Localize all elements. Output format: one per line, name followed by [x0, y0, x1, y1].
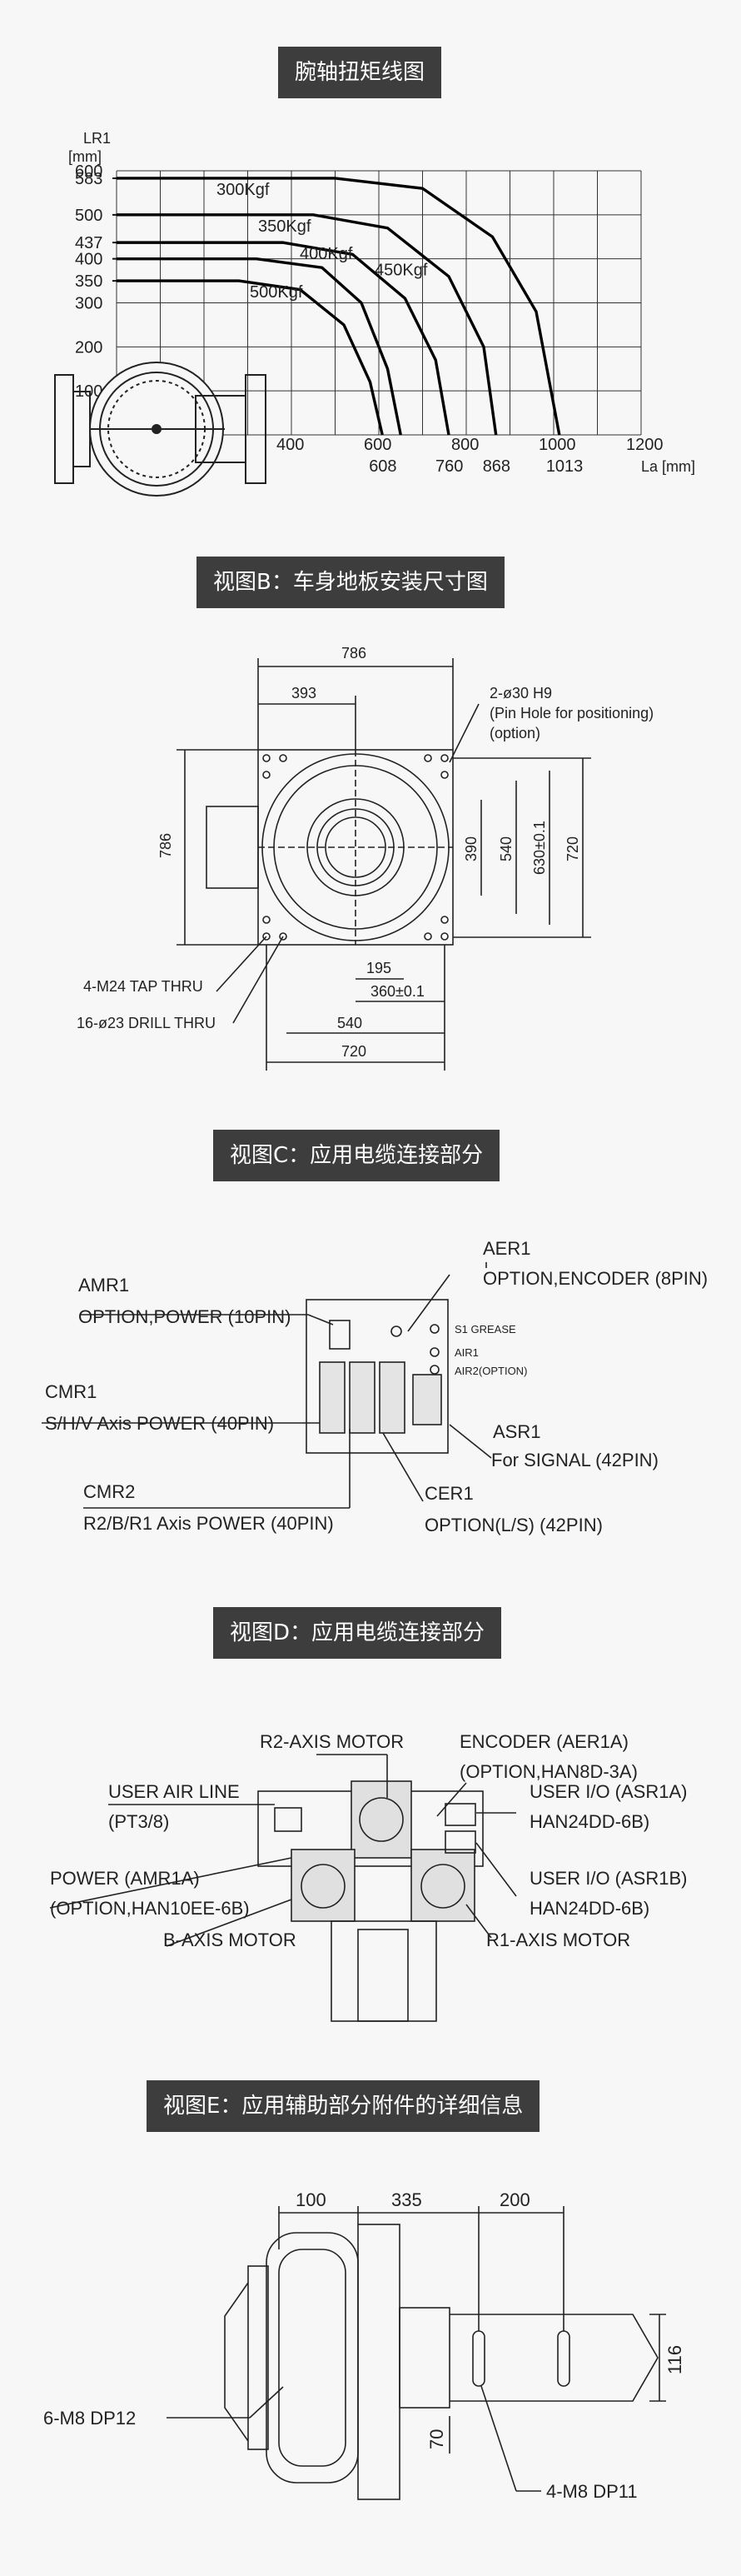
user-io-a-name: USER I/O (ASR1A): [530, 1781, 687, 1802]
aer1-name: AER1: [483, 1238, 530, 1259]
m8-dp12-label: 6-M8 DP12: [43, 2408, 136, 2429]
asr1-name: ASR1: [493, 1421, 540, 1442]
connector-panel: [306, 1299, 449, 1454]
dim-630: 630±0.1: [531, 821, 548, 875]
dim-195: 195: [366, 960, 391, 976]
y-tick-label: 600: [75, 162, 102, 181]
x-tick-label: 800: [451, 436, 479, 454]
dim-100: 100: [296, 2189, 326, 2210]
aer1-desc: OPTION,ENCODER (8PIN): [483, 1268, 708, 1289]
y-tick-label: 300: [75, 295, 102, 313]
x-tick-label: 1200: [626, 436, 664, 454]
r1-axis-motor-label: R1-AXIS MOTOR: [486, 1930, 630, 1950]
x-end-label: 760: [435, 457, 463, 476]
torque-chart: 6005835004374003503002001002004006008001…: [54, 130, 695, 497]
cmr1-desc: S/H/V Axis POWER (40PIN): [45, 1413, 274, 1434]
drill-label: 16-ø23 DRILL THRU: [77, 1015, 216, 1031]
dim-70: 70: [426, 2429, 447, 2449]
pin-hole-line3: (option): [490, 725, 540, 741]
power-desc: (OPTION,HAN10EE-6B): [50, 1898, 250, 1919]
series-line: [117, 257, 402, 436]
chart-series: 300Kgf 350Kgf 400Kgf 450Kgf 500Kgf: [117, 177, 561, 436]
x-end-label: 1013: [546, 457, 584, 476]
dim-720-horizontal: 720: [341, 1043, 366, 1060]
cer1-name: CER1: [425, 1483, 474, 1504]
x-tick-label: 600: [364, 436, 391, 454]
dim-390: 390: [463, 836, 480, 861]
tap-label: 4-M24 TAP THRU: [83, 978, 203, 995]
x-tick-label: 1000: [539, 436, 576, 454]
dim-335: 335: [391, 2189, 422, 2210]
y-tick-label: 350: [75, 272, 102, 291]
cmr2-name: CMR2: [83, 1481, 135, 1502]
y-axis-label-line1: LR1: [83, 130, 111, 147]
user-air-line-desc: (PT3/8): [108, 1811, 169, 1832]
y-tick-label: 400: [75, 251, 102, 269]
panel-air1: AIR1: [455, 1346, 479, 1359]
torque-section-title: 腕轴扭矩线图: [278, 47, 442, 98]
x-tick-label: 400: [276, 436, 304, 454]
view-d-section-title: 视图D：应用电缆连接部分: [213, 1607, 502, 1659]
x-axis-label: La [mm]: [641, 458, 695, 475]
y-tick-label: 583: [75, 170, 102, 188]
dim-top-width: 786: [341, 645, 366, 661]
cmr2-desc: R2/B/R1 Axis POWER (40PIN): [83, 1513, 334, 1534]
series-line: [117, 279, 384, 436]
asr1-desc: For SIGNAL (42PIN): [491, 1450, 659, 1470]
dim-116: 116: [664, 2345, 685, 2374]
pin-hole-line2: (Pin Hole for positioning): [490, 705, 654, 721]
view-b-drawing: 786 393 786 2-ø30 H9 (Pin Hole for posit…: [77, 645, 654, 1071]
m8-dp11-label: 4-M8 DP11: [546, 2481, 638, 2502]
series-label: 500Kgf: [250, 283, 303, 302]
series-label: 300Kgf: [216, 181, 270, 199]
y-tick-label: 437: [75, 234, 102, 252]
y-axis-label-line2: [mm]: [68, 148, 102, 165]
view-c-section-title: 视图C：应用电缆连接部分: [213, 1130, 500, 1181]
dim-200: 200: [500, 2189, 530, 2210]
power-name: POWER (AMR1A): [50, 1868, 200, 1889]
x-end-label: 608: [369, 457, 396, 476]
r2-axis-motor-label: R2-AXIS MOTOR: [260, 1731, 404, 1752]
user-air-line-name: USER AIR LINE: [108, 1781, 240, 1802]
wrist-drawing: [54, 362, 266, 497]
panel-s1-grease: S1 GREASE: [455, 1323, 516, 1335]
amr1-name: AMR1: [78, 1275, 129, 1295]
dim-720-vertical: 720: [564, 836, 581, 861]
encoder-desc: (OPTION,HAN8D-3A): [460, 1761, 638, 1782]
y-tick-label: 200: [75, 338, 102, 357]
view-e-drawing: 100 335 200 116 70 6-M8 DP12 4-M8 DP11: [43, 2189, 685, 2502]
user-io-b-desc: HAN24DD-6B): [530, 1898, 649, 1919]
series-line: [117, 241, 450, 436]
view-c-drawing: AMR1 OPTION,POWER (10PIN) CMR1 S/H/V Axi…: [42, 1238, 708, 1535]
b-axis-motor-label: B-AXIS MOTOR: [163, 1930, 296, 1950]
dim-top-half: 393: [291, 685, 316, 701]
cmr1-name: CMR1: [45, 1381, 97, 1402]
view-d-drawing: R2-AXIS MOTOR ENCODER (AER1A) (OPTION,HA…: [49, 1731, 687, 2022]
amr1-desc: OPTION,POWER (10PIN): [78, 1306, 291, 1327]
user-io-a-desc: HAN24DD-6B): [530, 1811, 649, 1832]
dim-540-horizontal: 540: [337, 1015, 362, 1031]
view-e-section-title: 视图E：应用辅助部分附件的详细信息: [147, 2080, 540, 2132]
series-label: 350Kgf: [258, 217, 311, 236]
series-line: [117, 213, 498, 436]
encoder-name: ENCODER (AER1A): [460, 1731, 629, 1752]
x-end-label: 868: [483, 457, 510, 476]
pin-hole-line1: 2-ø30 H9: [490, 685, 552, 701]
series-label: 450Kgf: [375, 262, 428, 280]
y-tick-label: 500: [75, 207, 102, 225]
dim-360: 360±0.1: [370, 983, 425, 1000]
mount-holes: [262, 754, 449, 941]
cer1-desc: OPTION(L/S) (42PIN): [425, 1515, 603, 1535]
panel-air2: AIR2(OPTION): [455, 1365, 527, 1377]
user-io-b-name: USER I/O (ASR1B): [530, 1868, 687, 1889]
view-b-section-title: 视图B：车身地板安装尺寸图: [196, 557, 505, 608]
series-line: [117, 177, 561, 436]
dim-540-vertical: 540: [498, 836, 515, 861]
dim-left-height: 786: [157, 833, 174, 858]
series-label: 400Kgf: [300, 245, 353, 263]
